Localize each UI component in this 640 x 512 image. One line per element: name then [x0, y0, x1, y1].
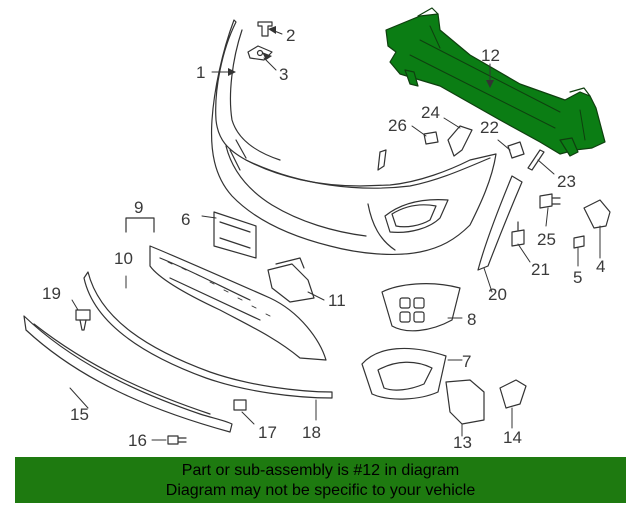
callout-14: 14 [503, 428, 522, 447]
part-20-side-strip [477, 175, 523, 271]
part-10-grille [149, 245, 327, 361]
part-19-screw [75, 309, 91, 331]
callout-26: 26 [388, 116, 407, 135]
callout-7: 7 [462, 352, 471, 371]
bumper-parts-diagram: 1 2 3 4 5 6 7 8 9 10 11 12 13 14 15 16 1… [23, 7, 611, 452]
part-23-pin [527, 149, 545, 171]
part-16-screw [167, 435, 187, 445]
callout-13: 13 [453, 433, 472, 452]
part-18-lower-strip [83, 271, 333, 399]
note-line-part-number: Part or sub-assembly is #12 in diagram [181, 462, 460, 479]
callout-9: 9 [134, 198, 143, 217]
part-2-push-clip [257, 21, 273, 37]
grille-fins [167, 261, 271, 317]
part-5-screw [573, 235, 585, 249]
callout-numbers: 1 2 3 4 5 6 7 8 9 10 11 12 13 14 15 16 1… [42, 26, 605, 452]
part-14-bracket [499, 379, 527, 409]
callout-19: 19 [42, 284, 61, 303]
part-7-fog-bezel-lower [361, 347, 447, 400]
callout-22: 22 [480, 118, 499, 137]
callout-24: 24 [421, 103, 440, 122]
part-11-bracket [267, 257, 315, 303]
part-8-fog-bezel-upper [381, 283, 461, 332]
part-21-bolt [511, 221, 525, 247]
diagram-note-banner: Part or sub-assembly is #12 in diagram D… [15, 457, 626, 503]
note-line-disclaimer: Diagram may not be specific to your vehi… [165, 482, 476, 499]
part-15-lower-lip [23, 315, 233, 433]
part-17-pad [233, 399, 247, 411]
callout-4: 4 [596, 257, 605, 276]
part-25-bolt [539, 193, 561, 209]
part-13-sensor [445, 379, 485, 425]
bumper-cover [210, 19, 497, 256]
callout-2: 2 [286, 26, 295, 45]
callout-21: 21 [531, 260, 550, 279]
part-22-clip [507, 141, 525, 159]
part-26-pad [423, 131, 439, 145]
leader-arrowheads [228, 26, 494, 88]
callout-5: 5 [573, 268, 582, 287]
callout-25: 25 [537, 230, 556, 249]
callout-23: 23 [557, 172, 576, 191]
part-4-bracket [583, 199, 611, 229]
callout-20: 20 [488, 285, 507, 304]
callout-3: 3 [279, 65, 288, 84]
callout-6: 6 [181, 210, 190, 229]
callout-1: 1 [196, 63, 205, 82]
callout-16: 16 [128, 431, 147, 450]
callout-18: 18 [302, 423, 321, 442]
callout-15: 15 [70, 405, 89, 424]
callout-8: 8 [467, 310, 476, 329]
part-6-license-bracket [213, 211, 257, 259]
callout-10: 10 [114, 249, 133, 268]
callout-12: 12 [481, 46, 500, 65]
part-24-bracket [447, 125, 473, 157]
part-12-bumper-reinforcement [385, 7, 606, 157]
callout-17: 17 [258, 423, 277, 442]
callout-11: 11 [328, 291, 346, 310]
